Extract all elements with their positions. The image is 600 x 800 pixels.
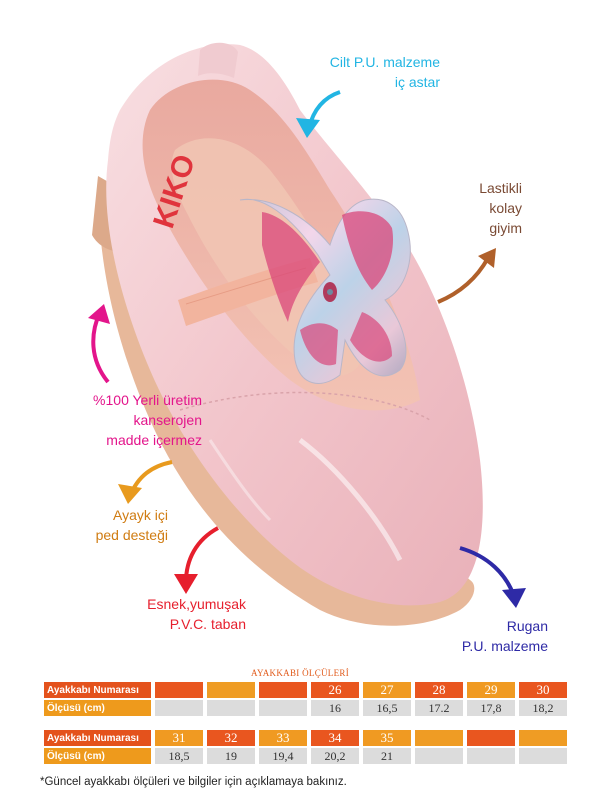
arrow-insole xyxy=(118,460,173,504)
callout-local-production: %100 Yerli üretim kanserojen madde içerm… xyxy=(30,390,202,450)
size-cell xyxy=(155,682,203,698)
callout-lining-line2: iç astar xyxy=(394,74,440,90)
callout-elastic: Lastikli kolay giyim xyxy=(440,178,522,238)
butterfly-ornament xyxy=(239,198,411,384)
cm-cell xyxy=(155,700,203,716)
product-illustration: KIKO xyxy=(30,42,548,656)
callout-patent: Rugan P.U. malzeme xyxy=(440,616,548,656)
size-number-row: Ayakkabı Numarası 31 32 33 34 35 xyxy=(44,730,567,746)
cm-cell: 17,8 xyxy=(467,700,515,716)
size-cell: 35 xyxy=(363,730,411,746)
callout-sole-line1: Esnek,yumuşak xyxy=(147,596,246,612)
cm-cell: 16,5 xyxy=(363,700,411,716)
size-cell: 33 xyxy=(259,730,307,746)
callout-elastic-line3: giyim xyxy=(489,220,522,236)
callout-insole-line2: ped desteği xyxy=(95,527,168,543)
size-number-row: Ayakkabı Numarası 26 27 28 29 30 xyxy=(44,682,567,698)
callout-local-line1: %100 Yerli üretim xyxy=(93,392,202,408)
callout-lining-line1: Cilt P.U. malzeme xyxy=(329,54,440,70)
size-cell: 34 xyxy=(311,730,359,746)
size-cell: 28 xyxy=(415,682,463,698)
cm-cell: 20,2 xyxy=(311,748,359,764)
size-table-2: Ayakkabı Numarası 31 32 33 34 35 Ölçüsü … xyxy=(40,728,571,766)
callout-sole-line2: P.V.C. taban xyxy=(169,616,246,632)
heel-tab xyxy=(198,42,238,78)
size-cell: 27 xyxy=(363,682,411,698)
callout-insole-line1: Ayayk içi xyxy=(113,507,168,523)
callout-local-line2: kanserojen xyxy=(133,412,203,428)
size-cell: 31 xyxy=(155,730,203,746)
cm-cell: 21 xyxy=(363,748,411,764)
size-cell xyxy=(207,682,255,698)
cm-cell xyxy=(519,748,567,764)
cm-cell: 17.2 xyxy=(415,700,463,716)
arrow-local xyxy=(88,304,110,384)
size-number-label: Ayakkabı Numarası xyxy=(44,682,151,698)
arrow-elastic xyxy=(437,248,496,304)
cm-cell xyxy=(259,700,307,716)
size-cm-row: Ölçüsü (cm) 16 16,5 17.2 17,8 18,2 xyxy=(44,700,567,716)
callout-patent-line1: Rugan xyxy=(506,618,548,634)
cm-cell: 18,2 xyxy=(519,700,567,716)
callout-elastic-line1: Lastikli xyxy=(479,180,522,196)
size-cell: 32 xyxy=(207,730,255,746)
cm-cell: 19 xyxy=(207,748,255,764)
size-table-1: Ayakkabı Numarası 26 27 28 29 30 Ölçüsü … xyxy=(40,680,571,718)
size-cell xyxy=(259,682,307,698)
size-cm-label: Ölçüsü (cm) xyxy=(44,748,151,764)
cm-cell: 16 xyxy=(311,700,359,716)
size-cell xyxy=(519,730,567,746)
size-cm-row: Ölçüsü (cm) 18,5 19 19,4 20,2 21 xyxy=(44,748,567,764)
size-cell xyxy=(415,730,463,746)
cm-cell: 18,5 xyxy=(155,748,203,764)
arrow-sole xyxy=(174,526,219,594)
size-cell xyxy=(467,730,515,746)
size-cell: 29 xyxy=(467,682,515,698)
callout-lining: Cilt P.U. malzeme iç astar xyxy=(318,52,440,92)
size-chart-title: AYAKKABI ÖLÇÜLERİ xyxy=(250,668,350,678)
cm-cell xyxy=(467,748,515,764)
cm-cell xyxy=(207,700,255,716)
cm-cell: 19,4 xyxy=(259,748,307,764)
size-number-label: Ayakkabı Numarası xyxy=(44,730,151,746)
size-cell: 26 xyxy=(311,682,359,698)
callout-sole: Esnek,yumuşak P.V.C. taban xyxy=(92,594,246,634)
cm-cell xyxy=(415,748,463,764)
callout-local-line3: madde içermez xyxy=(106,432,202,448)
shoe-image: KIKO xyxy=(88,42,526,626)
callout-elastic-line2: kolay xyxy=(489,200,522,216)
arrow-patent xyxy=(459,546,526,608)
callout-patent-line2: P.U. malzeme xyxy=(461,638,548,654)
callout-insole: Ayayk içi ped desteği xyxy=(48,505,168,545)
size-cm-label: Ölçüsü (cm) xyxy=(44,700,151,716)
footnote: *Güncel ayakkabı ölçüleri ve bilgiler iç… xyxy=(40,776,347,788)
size-cell: 30 xyxy=(519,682,567,698)
arrow-lining xyxy=(296,90,341,138)
